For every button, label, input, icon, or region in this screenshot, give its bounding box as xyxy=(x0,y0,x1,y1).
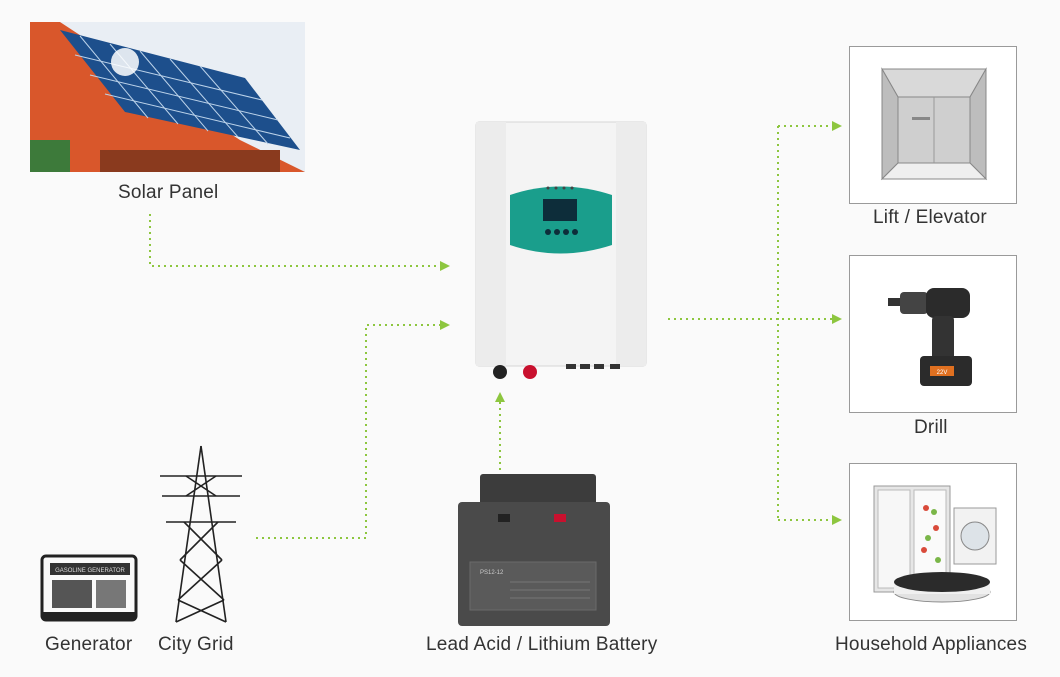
lift-box xyxy=(849,46,1017,204)
drill-label: Drill xyxy=(914,417,948,438)
generator-label: Generator xyxy=(45,634,133,655)
generator-sign: GASOLINE GENERATOR xyxy=(55,568,125,574)
drill-image: 22V xyxy=(888,288,972,386)
elevator-image xyxy=(880,67,988,181)
lift-label: Lift / Elevator xyxy=(873,207,987,228)
battery-label: Lead Acid / Lithium Battery xyxy=(426,634,658,655)
drill-box: 22V xyxy=(849,255,1017,413)
city-grid-label: City Grid xyxy=(158,634,234,655)
grid-to-inverter-arrow xyxy=(256,320,450,539)
battery-sign: PS12-12 xyxy=(480,570,504,576)
appliances-image xyxy=(873,485,997,603)
appliances-box xyxy=(849,463,1017,621)
solar-panel-label: Solar Panel xyxy=(118,182,219,203)
appliances-label: Household Appliances xyxy=(835,634,1028,655)
drill-sign: 22V xyxy=(937,370,948,376)
